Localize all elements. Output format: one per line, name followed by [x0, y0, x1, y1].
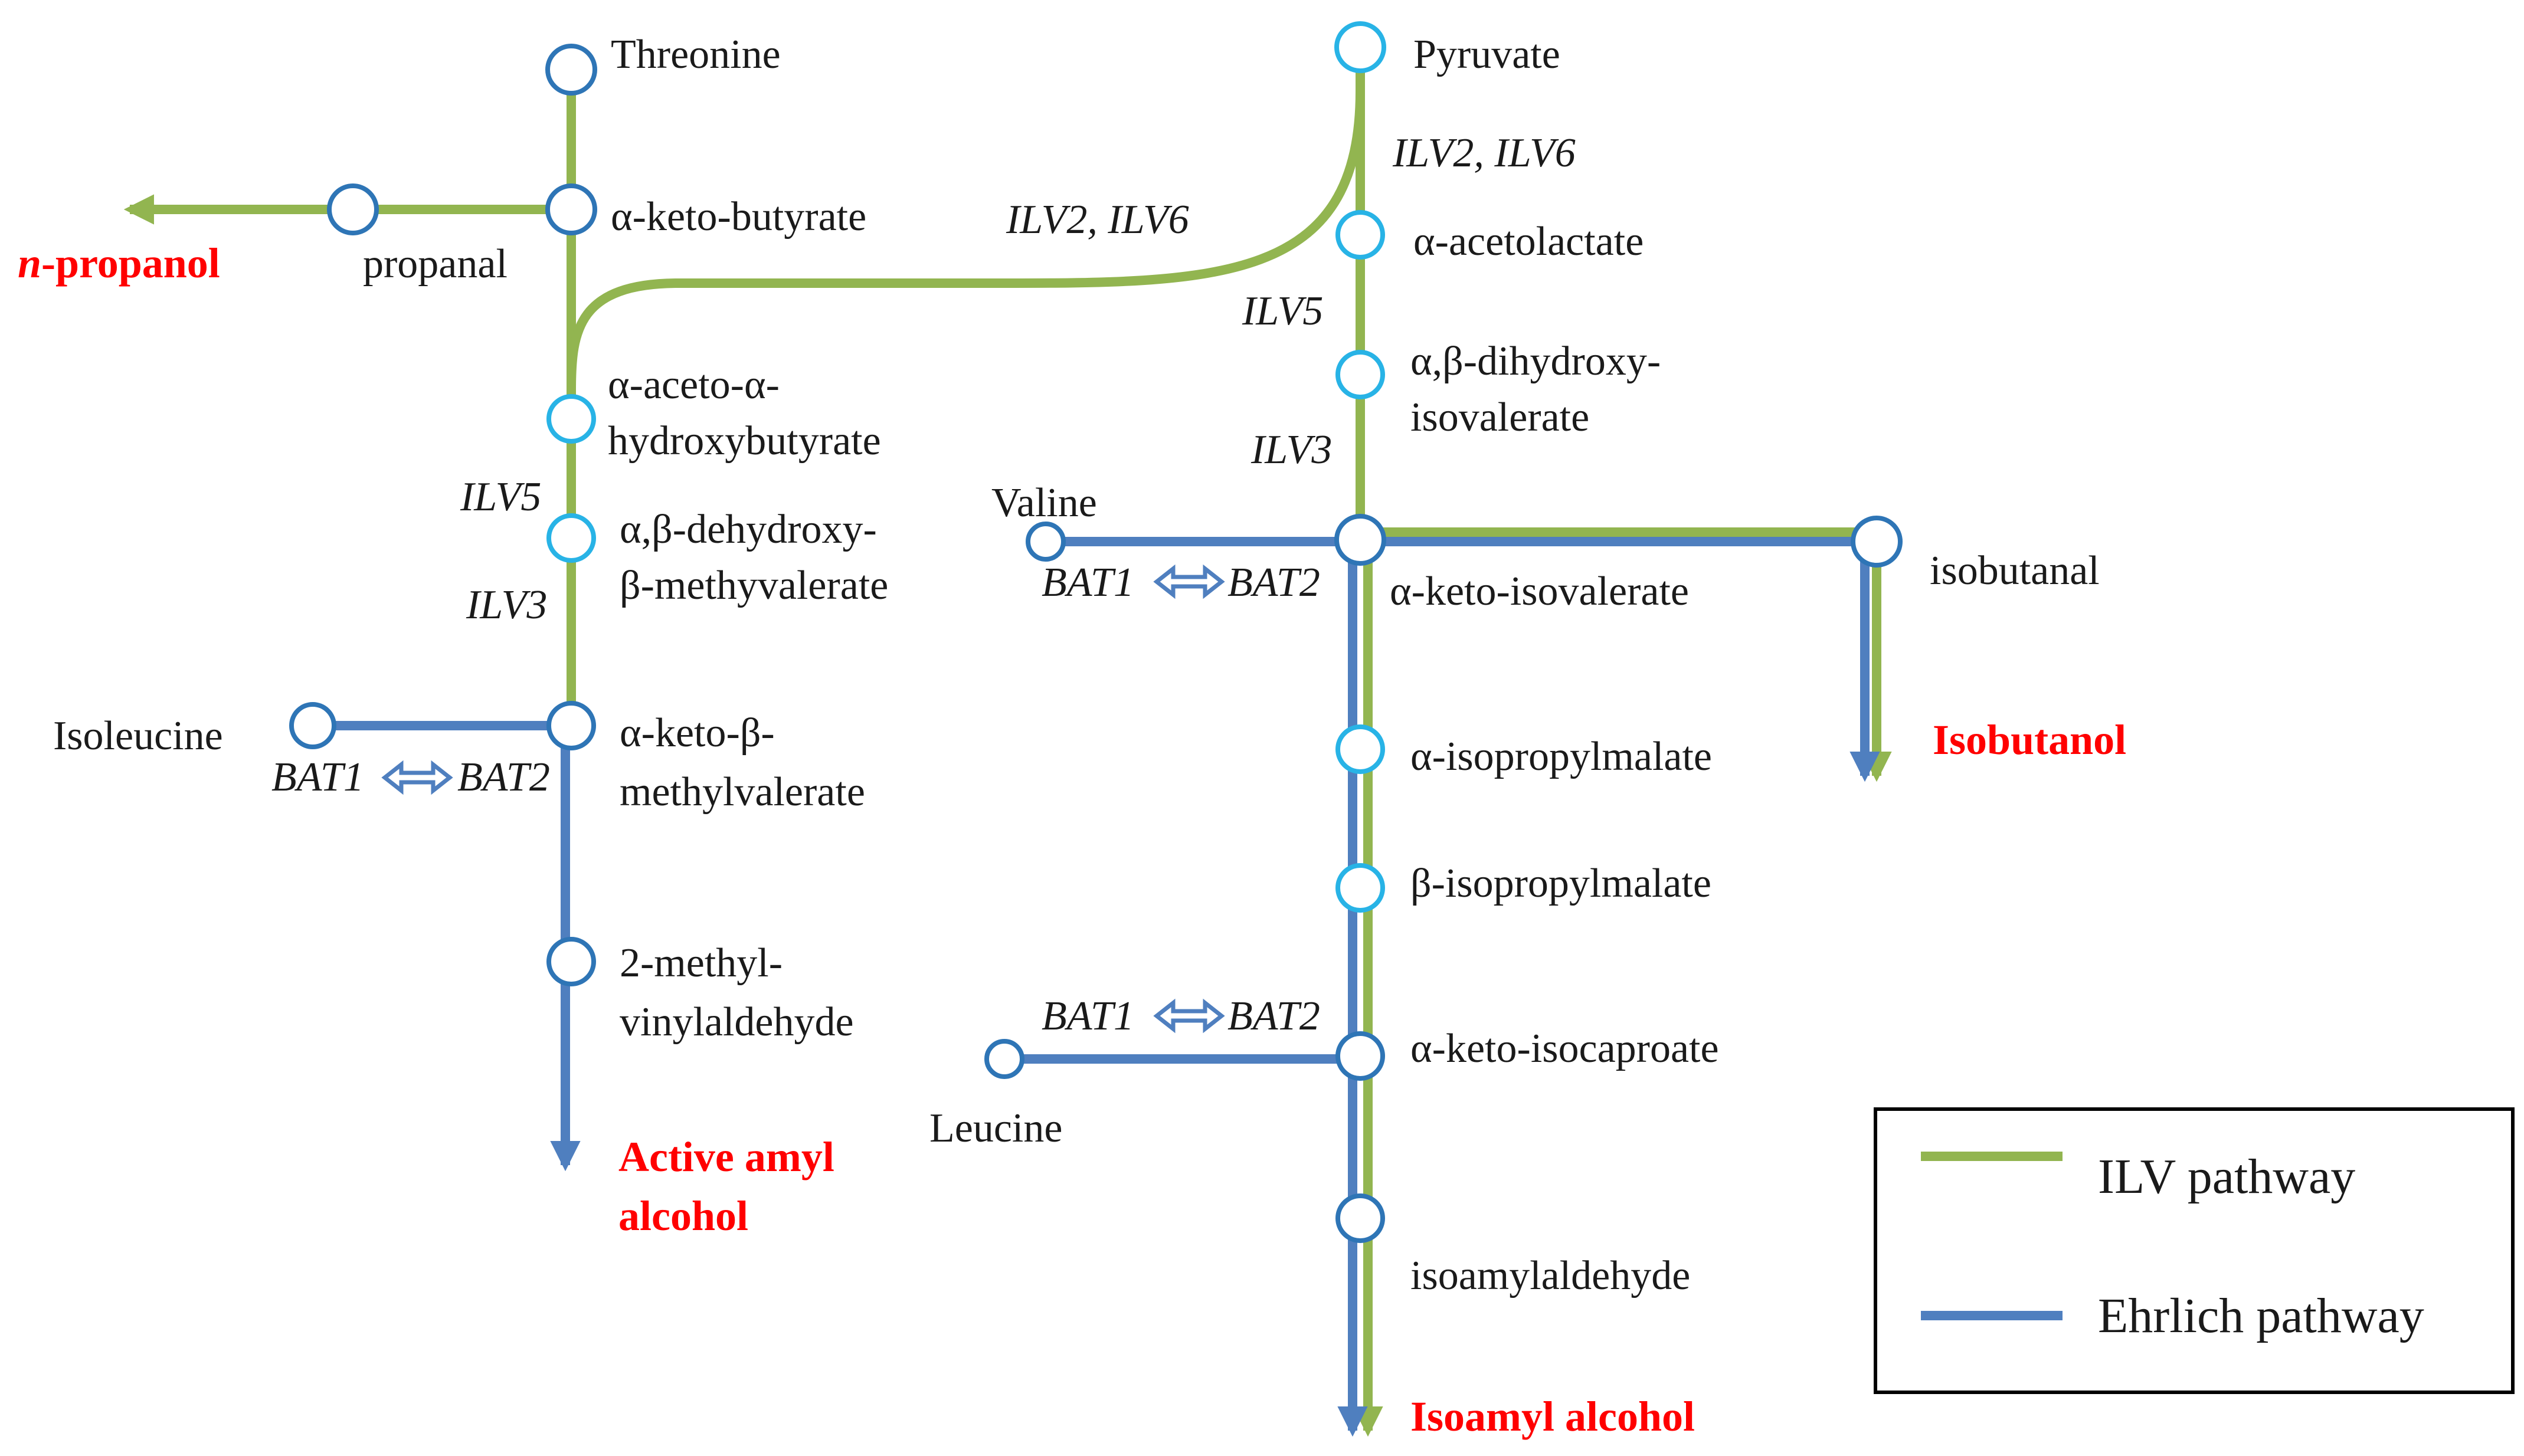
label-a-aceto-a-hydroxybutyrate-line2: hydroxybutyrate [608, 418, 881, 464]
pathway-nodes [289, 21, 1903, 1243]
label-a-keto-butyrate: α-keto-butyrate [611, 194, 866, 240]
label-isoleucine: Isoleucine [53, 713, 223, 759]
node-isobutanal [1851, 516, 1903, 568]
label-isoamylaldehyde: isoamylaldehyde [1410, 1253, 1690, 1298]
node-leucine [984, 1039, 1024, 1079]
node-a-keto-isovalerate [1334, 514, 1386, 566]
product-labels: n-propanol Isobutanol Active amyl alcoho… [18, 240, 2126, 1440]
node-a-keto-b-methylvalerate [546, 701, 596, 750]
enzyme-ilv3-right: ILV3 [1250, 427, 1332, 473]
label-leucine: Leucine [929, 1106, 1062, 1151]
label-ab-dehydroxy-methyvalerate-line1: α,β-dehydroxy- [620, 507, 877, 552]
enzyme-ilv2-ilv6-top: ILV2, ILV6 [1392, 130, 1576, 176]
node-a-keto-isocaproate [1335, 1031, 1385, 1081]
enzyme-bat1-valine: BAT1 [1042, 560, 1134, 605]
double-arrow-icon [1153, 564, 1225, 599]
node-threonine [545, 44, 597, 96]
label-threonine: Threonine [611, 32, 781, 77]
node-propanal [327, 183, 379, 235]
enzyme-bat1-leucine: BAT1 [1042, 993, 1134, 1039]
double-arrow-icon [381, 760, 453, 795]
product-isoamyl-alcohol: Isoamyl alcohol [1410, 1393, 1695, 1440]
label-a-keto-isocaproate: α-keto-isocaproate [1410, 1026, 1719, 1071]
product-isobutanol: Isobutanol [1933, 716, 2126, 763]
compound-labels: Threonine Pyruvate α-keto-butyrate propa… [53, 32, 2100, 1298]
node-isoamylaldehyde [1335, 1193, 1385, 1243]
label-a-isopropylmalate: α-isopropylmalate [1410, 734, 1712, 779]
label-a-keto-b-methylvalerate-line1: α-keto-β- [620, 710, 775, 756]
label-valine: Valine [991, 480, 1097, 526]
label-methyl-vinylaldehyde-line1: 2-methyl- [620, 940, 783, 986]
label-a-aceto-a-hydroxybutyrate-line1: α-aceto-α- [608, 362, 780, 408]
product-active-amyl-alcohol-line2: alcohol [618, 1192, 748, 1239]
bat-double-arrows [381, 564, 1225, 1034]
label-methyl-vinylaldehyde-line2: vinylaldehyde [620, 999, 854, 1045]
enzyme-ilv2-ilv6-curve: ILV2, ILV6 [1006, 197, 1189, 242]
product-n-propanol: n-propanol [18, 240, 220, 287]
label-a-acetolactate: α-acetolactate [1413, 219, 1644, 264]
node-isoleucine [289, 702, 336, 749]
node-valine [1026, 522, 1066, 562]
enzyme-bat2-leucine: BAT2 [1227, 993, 1320, 1039]
n-propanol-suffix: -propanol [41, 240, 220, 287]
label-ab-dihydroxy-isovalerate-line2: isovalerate [1410, 395, 1589, 440]
enzyme-bat1-isoleucine: BAT1 [271, 755, 364, 800]
node-a-aceto-a-hydroxybutyrate [546, 394, 596, 444]
enzyme-ilv5-left: ILV5 [460, 474, 541, 520]
node-methyl-vinylaldehyde [546, 937, 596, 986]
node-ab-dehydroxy-methyvalerate [546, 513, 596, 563]
label-a-keto-isovalerate: α-keto-isovalerate [1390, 569, 1689, 614]
node-a-acetolactate [1335, 210, 1385, 260]
label-pyruvate: Pyruvate [1413, 32, 1560, 77]
ilv-curve-pyruvate-to-aceto [567, 91, 1365, 390]
label-b-isopropylmalate: β-isopropylmalate [1410, 861, 1711, 906]
enzyme-labels: ILV2, ILV6 ILV2, ILV6 ILV5 ILV3 ILV5 ILV… [271, 130, 1576, 1039]
enzyme-ilv3-left: ILV3 [466, 582, 547, 628]
node-a-isopropylmalate [1335, 724, 1385, 774]
node-ab-dihydroxy-isovalerate [1335, 350, 1385, 399]
enzyme-ilv5-right: ILV5 [1242, 288, 1323, 334]
enzyme-bat2-isoleucine: BAT2 [457, 755, 550, 800]
product-active-amyl-alcohol-line1: Active amyl [618, 1133, 834, 1180]
node-a-keto-butyrate [545, 183, 597, 235]
label-isobutanal: isobutanal [1930, 548, 2100, 593]
label-a-keto-b-methylvalerate-line2: methylvalerate [620, 769, 865, 815]
legend-ehrlich-label: Ehrlich pathway [2098, 1288, 2424, 1343]
legend-ilv-label: ILV pathway [2098, 1149, 2355, 1204]
enzyme-bat2-valine: BAT2 [1227, 560, 1320, 605]
n-propanol-prefix: n [18, 240, 41, 287]
node-pyruvate [1334, 21, 1386, 73]
label-ab-dihydroxy-isovalerate-line1: α,β-dihydroxy- [1410, 339, 1661, 384]
label-propanal: propanal [363, 241, 508, 287]
ilv-pathway-lines [123, 70, 1892, 1437]
double-arrow-icon [1153, 998, 1225, 1034]
node-b-isopropylmalate [1335, 863, 1385, 913]
legend: ILV pathway Ehrlich pathway [1874, 1107, 2515, 1394]
label-ab-dehydroxy-methyvalerate-line2: β-methyvalerate [620, 563, 888, 608]
